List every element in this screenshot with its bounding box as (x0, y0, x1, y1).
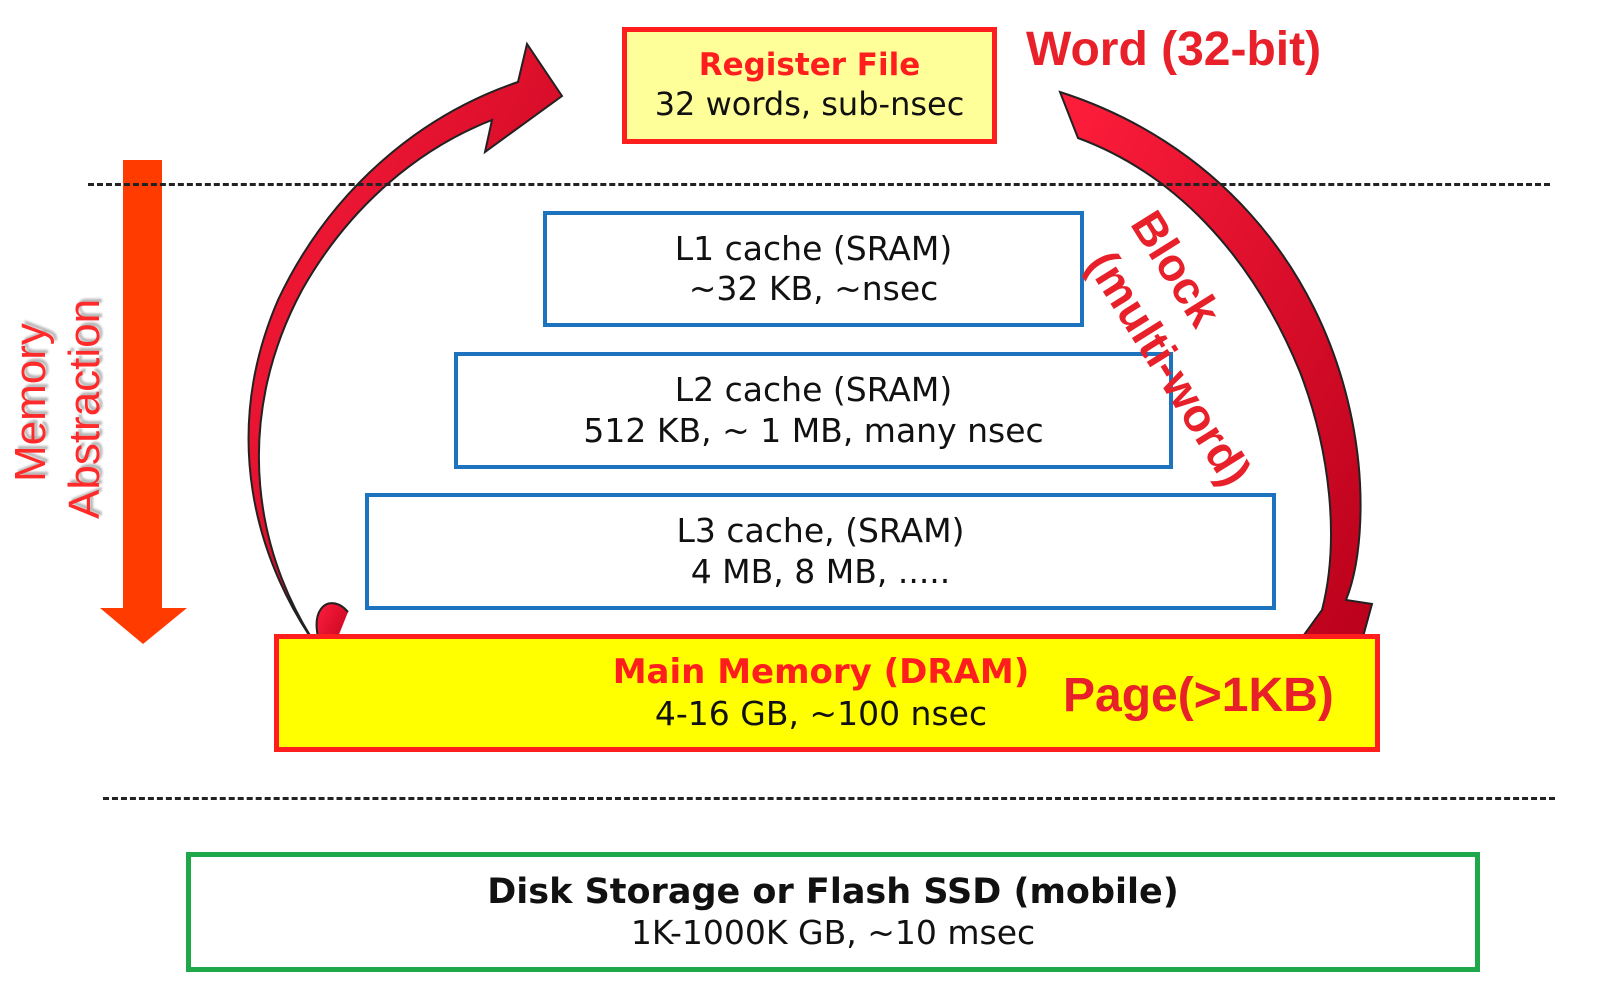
dashed-separator-top (88, 183, 1550, 186)
memory-abstraction-label: Memory Abstraction (0, 255, 110, 525)
l3-cache-box: L3 cache, (SRAM) 4 MB, 8 MB, ..... (365, 493, 1276, 610)
l2-cache-title: L2 cache (SRAM) (674, 370, 953, 410)
dashed-separator-bottom (103, 797, 1555, 800)
memory-abstraction-arrow (100, 160, 187, 644)
register-file-detail: 32 words, sub-nsec (654, 84, 965, 123)
l1-cache-box: L1 cache (SRAM) ~32 KB, ~nsec (543, 211, 1084, 327)
l3-cache-title: L3 cache, (SRAM) (676, 511, 965, 551)
disk-storage-detail: 1K-1000K GB, ~10 msec (630, 913, 1036, 953)
disk-storage-title: Disk Storage or Flash SSD (mobile) (487, 871, 1179, 912)
register-file-title: Register File (698, 47, 921, 84)
left-curved-arrow (247, 41, 564, 663)
memory-abstraction-line2: Abstraction (60, 298, 109, 519)
l1-cache-title: L1 cache (SRAM) (674, 228, 953, 268)
word-unit-label: Word (32-bit) (1026, 23, 1322, 76)
l2-cache-box: L2 cache (SRAM) 512 KB, ~ 1 MB, many nse… (454, 352, 1173, 469)
l2-cache-detail: 512 KB, ~ 1 MB, many nsec (583, 410, 1044, 450)
l3-cache-detail: 4 MB, 8 MB, ..... (690, 551, 951, 591)
page-unit-label: Page(>1KB) (1063, 669, 1334, 722)
main-memory-title: Main Memory (DRAM) (612, 652, 1030, 693)
register-file-box: Register File 32 words, sub-nsec (622, 27, 997, 144)
memory-abstraction-line1: Memory (6, 323, 55, 482)
l1-cache-detail: ~32 KB, ~nsec (688, 269, 939, 308)
disk-storage-box: Disk Storage or Flash SSD (mobile) 1K-10… (186, 852, 1480, 972)
main-memory-box: Main Memory (DRAM) 4-16 GB, ~100 nsec (274, 634, 1380, 752)
main-memory-detail: 4-16 GB, ~100 nsec (654, 693, 988, 733)
block-unit-label: Block (multi-word) (1077, 201, 1374, 501)
